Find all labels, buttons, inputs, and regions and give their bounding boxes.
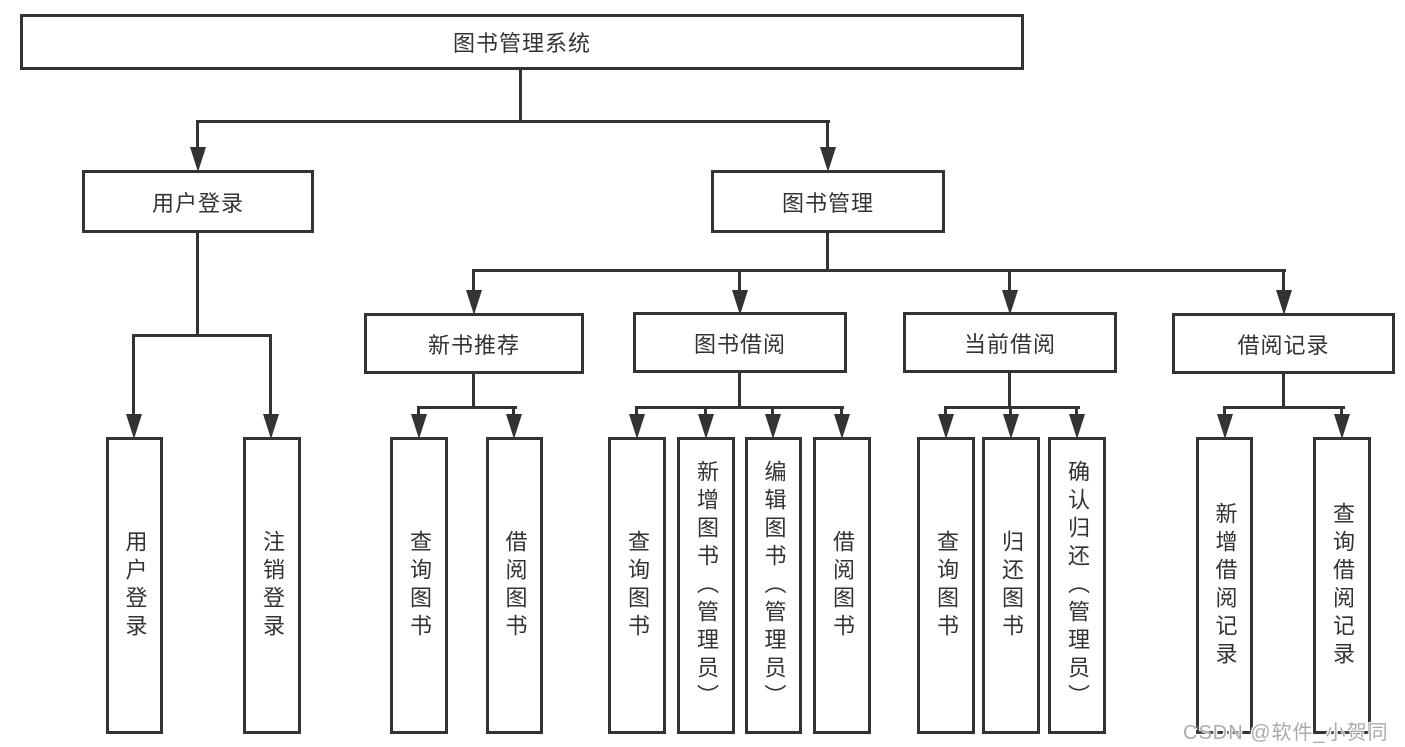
arrowhead-logout-leaf — [263, 414, 279, 439]
node-new-book-recommend: 新书推荐 — [364, 313, 584, 374]
leaf-borrow-books-recommend-label: 借阅图书 — [502, 529, 528, 642]
arrowhead-login-leaf — [126, 414, 142, 439]
connector-drop-leaf — [704, 406, 707, 416]
leaf-borrow-books: 借阅图书 — [813, 437, 871, 734]
arrowhead-leaf — [698, 414, 714, 439]
connector-drop-book-management — [826, 120, 829, 150]
connector-drop-logout-leaf — [269, 334, 272, 416]
leaf-user-login-label: 用户登录 — [122, 529, 148, 642]
leaf-logout: 注销登录 — [243, 437, 301, 734]
node-borrow-records-label: 借阅记录 — [1237, 332, 1330, 358]
leaf-query-borrow-record-label: 查询借阅记录 — [1330, 501, 1355, 670]
arrowhead-leaf — [1069, 414, 1085, 439]
arrowhead-leaf — [411, 414, 427, 439]
node-current-borrow-label: 当前借阅 — [963, 331, 1056, 357]
connector-drop-leaf — [1009, 406, 1012, 416]
connector-drop-new-book — [472, 269, 475, 292]
leaf-query-books-recommend: 查询图书 — [390, 437, 448, 734]
connector-rail-user-login-children — [132, 334, 272, 337]
node-new-book-recommend-label: 新书推荐 — [427, 332, 520, 358]
leaf-query-books-current-label: 查询图书 — [934, 529, 959, 642]
connector-drop-leaf — [417, 406, 420, 416]
connector-drop-current-borrow — [1008, 269, 1011, 292]
connector-drop-leaf — [840, 406, 843, 416]
node-book-management-label: 图书管理 — [781, 190, 874, 216]
leaf-query-books-recommend-label: 查询图书 — [407, 529, 432, 642]
arrowhead-leaf — [765, 414, 781, 439]
node-borrow-records: 借阅记录 — [1172, 313, 1395, 374]
connector-drop-leaf — [1340, 406, 1343, 416]
csdn-watermark: CSDN @软件_小贺同学 — [1183, 722, 1389, 744]
arrowhead-new-book — [466, 290, 482, 315]
leaf-borrow-books-recommend: 借阅图书 — [486, 437, 543, 734]
connector-drop-borrow-records — [1282, 269, 1285, 292]
node-book-borrow-label: 图书借阅 — [693, 331, 786, 357]
node-book-management: 图书管理 — [711, 170, 945, 233]
leaf-query-books-current: 查询图书 — [917, 437, 975, 734]
connector-drop-user-login — [196, 120, 199, 150]
arrowhead-leaf — [506, 414, 522, 439]
connector-drop-leaf — [771, 406, 774, 416]
connector-rail-current-borrow-children — [944, 406, 1080, 409]
arrowhead-leaf — [834, 414, 850, 439]
leaf-add-books-admin: 新增图书（管理员） — [677, 437, 735, 734]
connector-stem-new-book — [472, 372, 475, 409]
leaf-logout-label: 注销登录 — [260, 529, 285, 642]
connector-rail-level3 — [472, 269, 1286, 272]
arrowhead-user-login — [190, 147, 206, 172]
leaf-edit-books-admin: 编辑图书（管理员） — [745, 437, 802, 734]
connector-stem-book-management — [826, 232, 829, 272]
connector-rail-level2 — [196, 120, 830, 123]
node-root-label: 图书管理系统 — [452, 31, 591, 56]
arrowhead-book-borrow — [732, 290, 748, 315]
leaf-borrow-books-label: 借阅图书 — [830, 529, 855, 642]
node-book-borrow: 图书借阅 — [633, 312, 847, 373]
connector-rail-borrow-records-children — [1223, 406, 1345, 409]
arrowhead-borrow-records — [1276, 290, 1292, 315]
node-current-borrow: 当前借阅 — [903, 312, 1117, 373]
node-user-login: 用户登录 — [82, 170, 314, 233]
leaf-query-borrow-record: 查询借阅记录 — [1313, 437, 1371, 734]
node-root: 图书管理系统 — [20, 14, 1024, 70]
leaf-add-borrow-record: 新增借阅记录 — [1196, 437, 1253, 734]
connector-drop-leaf — [944, 406, 947, 416]
connector-drop-leaf — [512, 406, 515, 416]
arrowhead-current-borrow — [1002, 290, 1018, 315]
arrowhead-leaf — [1217, 414, 1233, 439]
arrowhead-leaf — [1003, 414, 1019, 439]
leaf-return-books-label: 归还图书 — [999, 529, 1024, 642]
connector-stem-book-borrow2 — [738, 372, 741, 409]
leaf-return-books: 归还图书 — [982, 437, 1040, 734]
leaf-confirm-return-admin-label: 确认归还（管理员） — [1065, 459, 1090, 712]
leaf-add-borrow-record-label: 新增借阅记录 — [1212, 501, 1238, 670]
leaf-edit-books-admin-label: 编辑图书（管理员） — [761, 459, 787, 712]
connector-drop-book-borrow — [738, 269, 741, 292]
connector-stem-borrow-records2 — [1282, 372, 1285, 409]
leaf-user-login: 用户登录 — [106, 437, 163, 734]
leaf-add-books-admin-label: 新增图书（管理员） — [694, 459, 719, 712]
connector-stem-current-borrow2 — [1008, 372, 1011, 409]
arrowhead-leaf — [629, 414, 645, 439]
leaf-query-books-borrow: 查询图书 — [608, 437, 666, 734]
arrowhead-leaf — [1334, 414, 1350, 439]
node-user-login-label: 用户登录 — [151, 190, 244, 216]
connector-drop-leaf — [1223, 406, 1226, 416]
connector-stem-user-login — [196, 232, 199, 336]
connector-rail-book-borrow-children — [635, 406, 844, 409]
arrowhead-leaf — [938, 414, 954, 439]
leaf-confirm-return-admin: 确认归还（管理员） — [1048, 437, 1106, 734]
connector-rail-new-book-children — [417, 406, 517, 409]
connector-stem-root — [519, 70, 522, 122]
leaf-query-books-borrow-label: 查询图书 — [625, 529, 650, 642]
arrowhead-book-management — [820, 147, 836, 172]
connector-drop-leaf — [635, 406, 638, 416]
connector-drop-login-leaf — [132, 334, 135, 416]
connector-drop-leaf — [1075, 406, 1078, 416]
